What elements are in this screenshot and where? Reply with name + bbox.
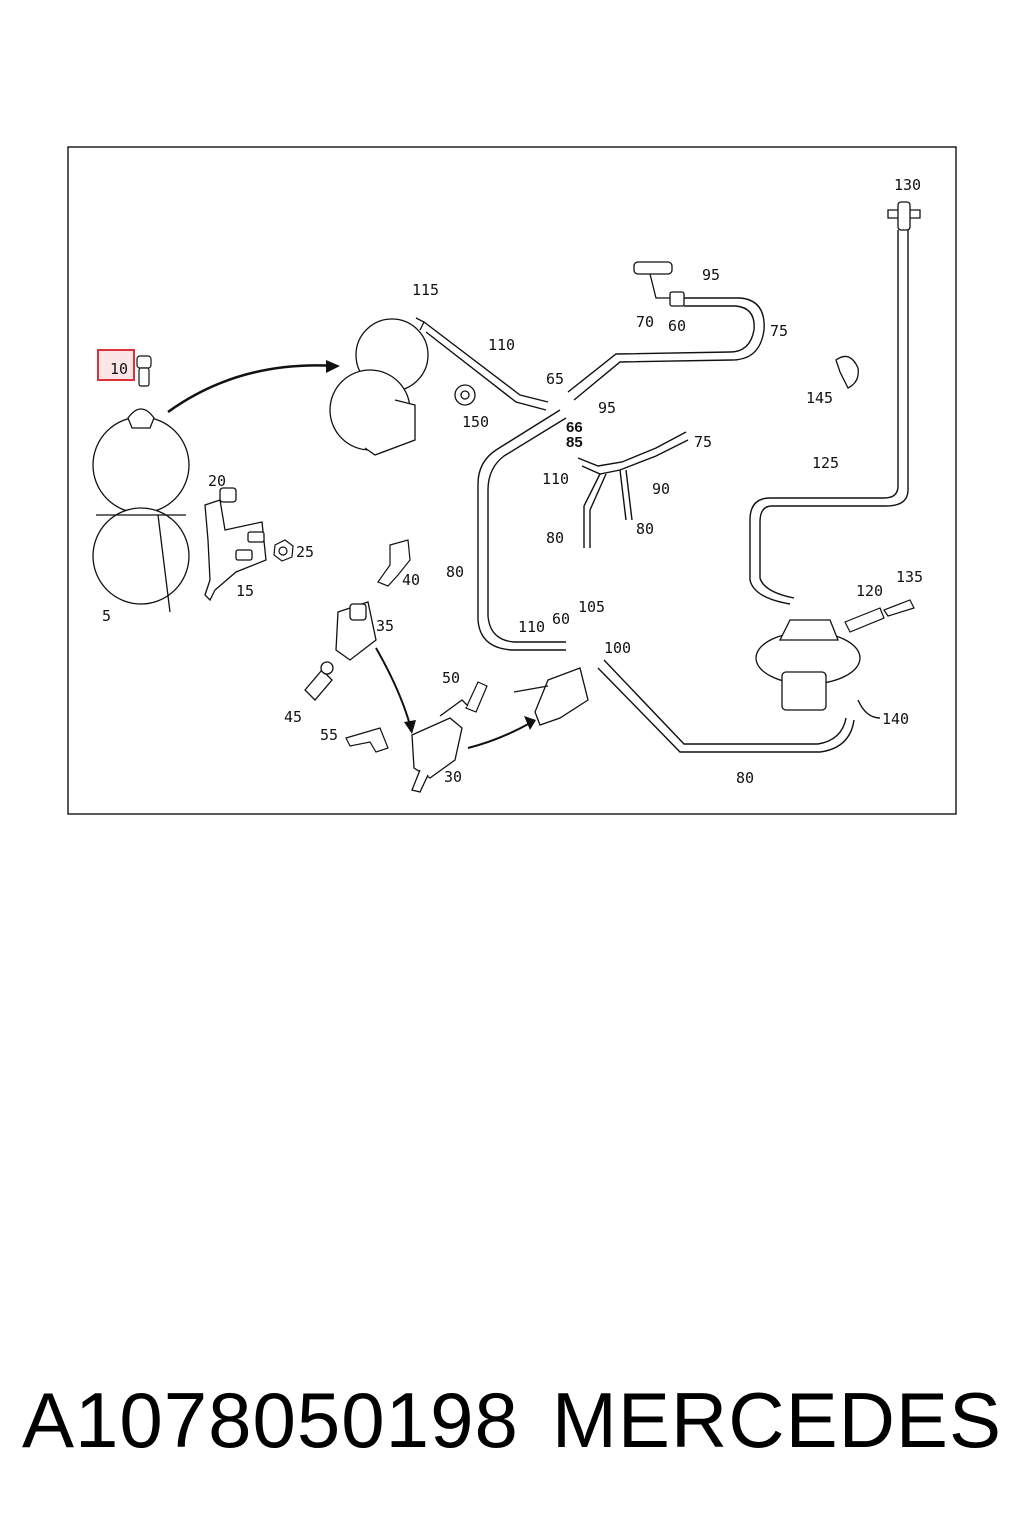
part-145-clip[interactable] [835,355,859,389]
brand-name: MERCEDES [551,1376,1002,1464]
label-35: 35 [376,617,394,635]
label-125: 125 [812,454,839,472]
label-80-tee-left: 80 [546,529,564,547]
part-number: A1078050198 [22,1376,519,1464]
label-105: 105 [578,598,605,616]
label-110-tee: 110 [542,470,569,488]
label-65: 65 [546,370,564,388]
label-145: 145 [806,389,833,407]
label-85: 85 [566,434,583,451]
part-25-nut[interactable] [273,539,294,562]
part-35-valve[interactable] [335,601,377,661]
label-20: 20 [208,472,226,490]
part-45-connector[interactable] [304,661,334,701]
label-10: 10 [110,360,128,378]
label-95-mid: 95 [598,399,616,417]
label-80-tee-right: 80 [636,520,654,538]
part-5-accumulator[interactable] [92,408,190,613]
part-50-plug[interactable] [465,681,488,713]
vacuum-lines [423,230,909,753]
label-95-top: 95 [702,266,720,284]
part-130-tee[interactable] [887,201,921,231]
part-150-grommet[interactable] [454,384,476,406]
label-100: 100 [604,639,631,657]
assembly-arrow-lower-right [467,721,533,749]
label-80-left: 80 [446,563,464,581]
label-75-top: 75 [770,322,788,340]
label-5: 5 [102,607,111,625]
parts-diagram: 5 10 15 20 25 30 35 40 45 50 55 60 60 65… [67,146,957,815]
label-25: 25 [296,543,314,561]
label-130: 130 [894,176,921,194]
label-110-mid: 110 [518,618,545,636]
part-105-valve-block[interactable] [513,667,589,726]
part-115-accumulator[interactable] [329,317,429,456]
label-150: 150 [462,413,489,431]
part-120-135-sensor[interactable] [844,599,915,633]
part-15-bracket[interactable] [204,487,267,602]
footer: A1078050198 MERCEDES [0,1370,1024,1480]
label-66: 66 [566,419,583,436]
label-50: 50 [442,669,460,687]
label-30: 30 [444,768,462,786]
label-140: 140 [882,710,909,728]
part-vacuum-reservoir[interactable] [755,619,861,711]
label-45: 45 [284,708,302,726]
selected-part-highlight [97,349,135,381]
label-15: 15 [236,582,254,600]
label-75-mid: 75 [694,433,712,451]
label-120: 120 [856,582,883,600]
label-60-mid: 60 [552,610,570,628]
part-70-valve-knob[interactable] [633,261,685,307]
label-115: 115 [412,281,439,299]
assembly-arrow-lower-left [375,647,411,726]
label-40: 40 [402,571,420,589]
part-55-bracket[interactable] [345,727,389,753]
label-55: 55 [320,726,338,744]
part-30-valve[interactable] [411,699,469,793]
label-60-top: 60 [668,317,686,335]
label-80-bottom: 80 [736,769,754,787]
label-70: 70 [636,313,654,331]
label-135: 135 [896,568,923,586]
diagram-frame [67,146,957,815]
part-40-clip[interactable] [377,539,411,587]
part-10-fitting[interactable] [136,355,152,387]
assembly-arrow-upper [167,364,337,414]
label-110-top: 110 [488,336,515,354]
label-90: 90 [652,480,670,498]
